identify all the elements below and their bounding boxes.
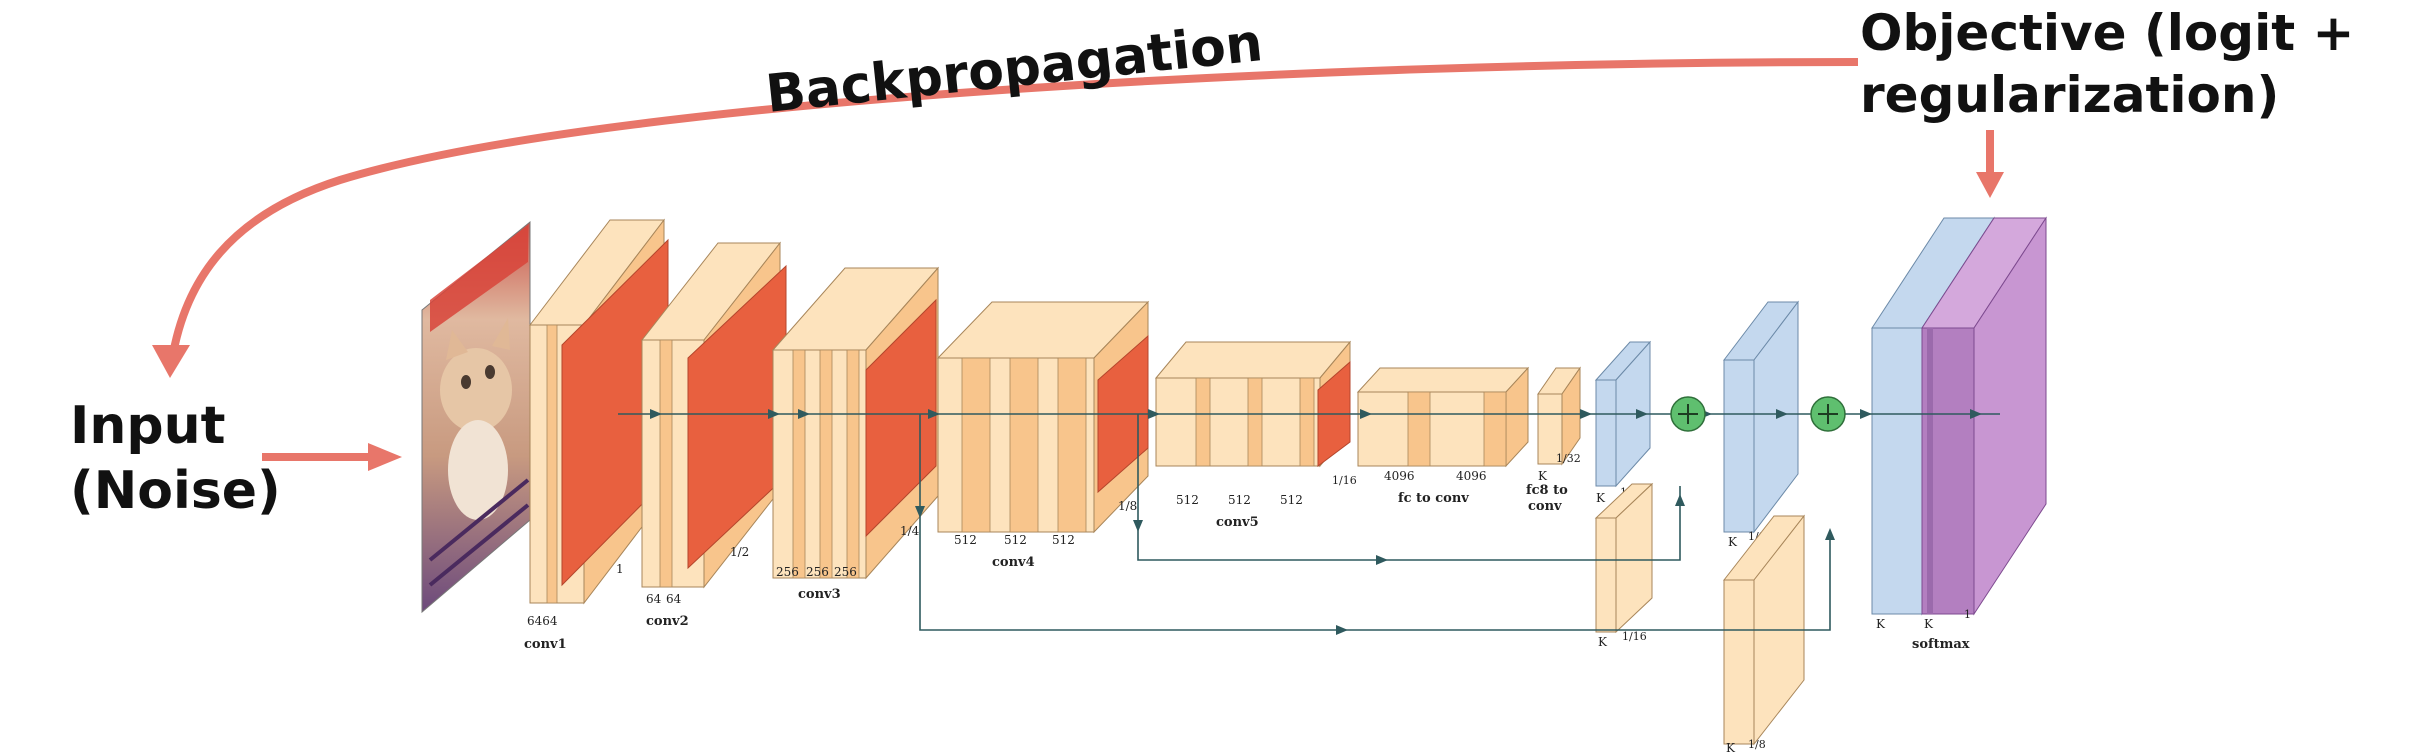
conv4-block <box>936 300 1150 534</box>
conv3-name: conv3 <box>798 587 841 602</box>
score-a-ch: K <box>1596 491 1606 505</box>
softmax-name: softmax <box>1912 637 1970 652</box>
objective-label-line2: regularization) <box>1860 66 2279 124</box>
conv2-scale: 1/2 <box>730 545 749 559</box>
conv4-ch-b: 512 <box>1004 533 1027 547</box>
conv5-ch-c: 512 <box>1280 493 1303 507</box>
pool4-score-ch: K <box>1598 635 1608 649</box>
input-label-line1: Input <box>70 396 225 456</box>
conv2-name: conv2 <box>646 614 689 629</box>
fc-ch-a: 4096 <box>1384 469 1415 483</box>
softmax-scale: 1 <box>1964 608 1971 621</box>
fc-block <box>1356 366 1530 468</box>
objective-label-line1: Objective (logit + <box>1860 4 2354 62</box>
conv1-channels: 6464 <box>527 614 558 628</box>
softmax-ch-a: K <box>1876 617 1886 631</box>
fc8-ch: K <box>1538 469 1548 483</box>
sum-node-1 <box>1670 396 1706 432</box>
input-image <box>421 220 531 614</box>
conv3-block <box>771 266 940 580</box>
conv5-name: conv5 <box>1216 515 1259 530</box>
conv4-ch-a: 512 <box>954 533 977 547</box>
connector-arrowheads <box>650 409 1982 635</box>
connector-lines <box>618 413 2000 631</box>
conv4-ch-c: 512 <box>1052 533 1075 547</box>
pool3-score-scale: 1/8 <box>1748 738 1766 751</box>
score-b-block <box>1722 300 1800 534</box>
conv4-name: conv4 <box>992 555 1035 570</box>
conv3-ch-c: 256 <box>834 565 857 579</box>
fc8-name-line2: conv <box>1528 499 1562 514</box>
conv3-scale: 1/4 <box>900 524 920 538</box>
conv2-ch-a: 64 <box>646 592 662 606</box>
conv3-ch-b: 256 <box>806 565 829 579</box>
conv5-ch-b: 512 <box>1228 493 1251 507</box>
score-b-ch: K <box>1728 535 1738 549</box>
conv4-scale: 1/8 <box>1118 499 1137 513</box>
conv2-ch-b: 64 <box>666 592 682 606</box>
conv1-name: conv1 <box>524 637 567 652</box>
pool4-score-scale: 1/16 <box>1622 630 1647 643</box>
conv5-scale: 1/16 <box>1332 474 1357 487</box>
input-arrow <box>262 443 402 471</box>
fc8-scale: 1/32 <box>1556 452 1581 465</box>
conv1-scale: 1 <box>616 562 624 576</box>
conv5-block <box>1154 340 1352 468</box>
pool3-score-ch: K <box>1726 741 1736 755</box>
conv2-block <box>640 241 787 589</box>
fc8-block <box>1537 366 1581 466</box>
backprop-label: Backpropagation <box>763 13 1265 125</box>
backprop-arrow <box>152 58 1859 378</box>
conv3-ch-a: 256 <box>776 565 799 579</box>
fc-name: fc to conv <box>1398 491 1469 506</box>
objective-arrow <box>1976 130 2004 198</box>
fc-ch-b: 4096 <box>1456 469 1487 483</box>
softmax-ch-b: K <box>1924 617 1934 631</box>
conv5-ch-a: 512 <box>1176 493 1199 507</box>
pool4-score-block <box>1594 482 1654 634</box>
input-label-line2: (Noise) <box>70 461 281 521</box>
softmax-block <box>1871 216 2047 616</box>
sum-node-2 <box>1810 396 1846 432</box>
fc8-name-line1: fc8 to <box>1526 483 1568 498</box>
